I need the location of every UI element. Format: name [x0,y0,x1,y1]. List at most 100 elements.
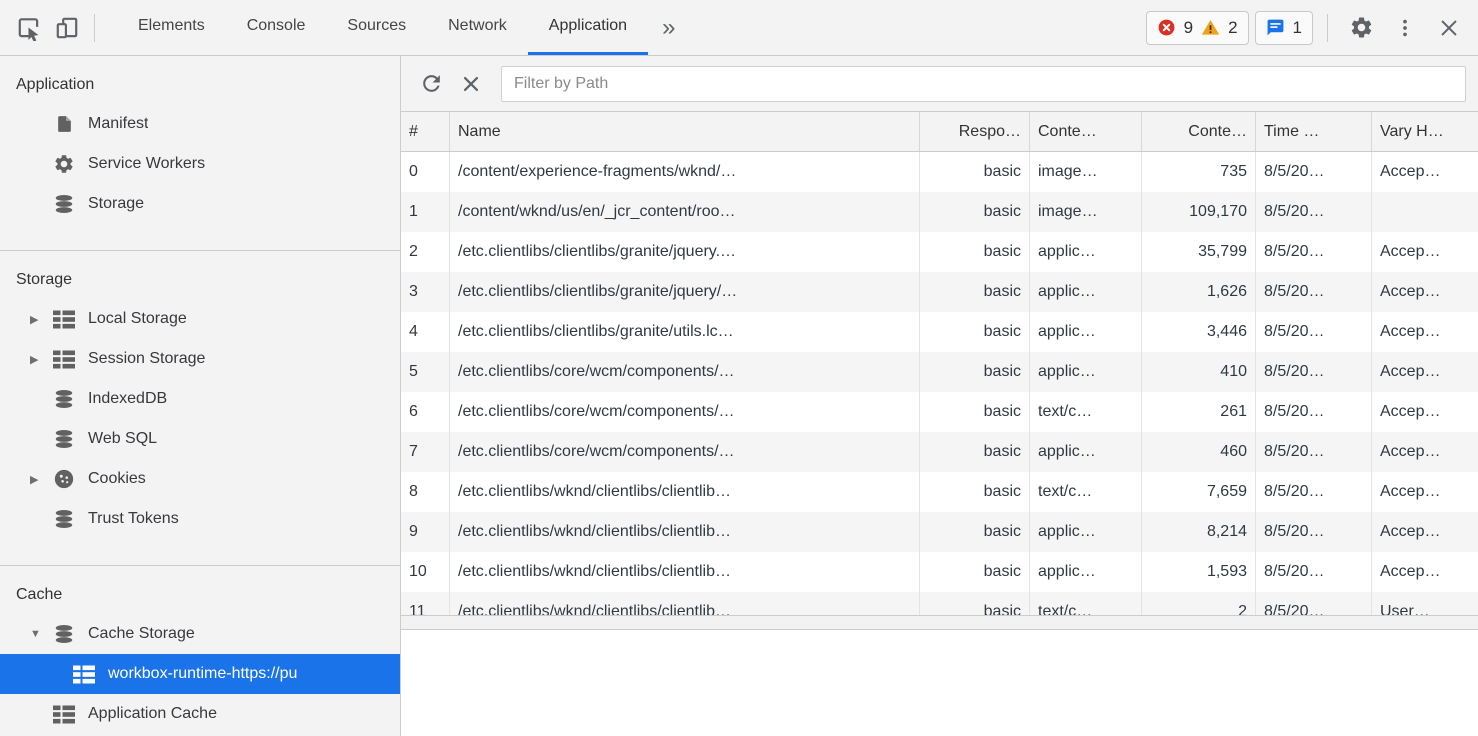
table-row[interactable]: 0/content/experience-fragments/wknd/…bas… [401,152,1478,192]
filter-by-path-input[interactable] [501,66,1466,102]
filter-toolbar [401,56,1478,112]
cell-name: /etc.clientlibs/wknd/clientlibs/clientli… [450,552,920,592]
toolbar-divider [94,14,95,42]
cache-data-grid: #NameRespo…Conte…Conte…Time …Vary H… 0/c… [401,112,1478,615]
sidebar-item-cookies[interactable]: ▶ Cookies [0,459,400,499]
table-row[interactable]: 5/etc.clientlibs/core/wcm/components/…ba… [401,352,1478,392]
more-options-button[interactable] [1386,9,1424,47]
expand-arrow-icon[interactable]: ▶ [30,473,52,486]
refresh-button[interactable] [411,64,451,104]
cell-resp: basic [920,432,1030,472]
cookie-icon [52,467,76,491]
delete-selected-button[interactable] [451,64,491,104]
table-row[interactable]: 1/content/wknd/us/en/_jcr_content/roo…ba… [401,192,1478,232]
sidebar-item-label: workbox-runtime-https://pu [108,665,297,683]
sidebar-item-manifest[interactable]: Manifest [0,104,400,144]
cell-resp: basic [920,552,1030,592]
cell-resp: basic [920,392,1030,432]
table-icon [72,662,96,686]
sidebar-item-label: Application Cache [88,705,217,723]
cell-name: /etc.clientlibs/core/wcm/components/… [450,432,920,472]
cell-time: 8/5/20… [1256,232,1372,272]
cell-vary: Accep… [1372,352,1478,392]
sidebar-item-label: Storage [88,195,144,213]
close-devtools-button[interactable] [1430,9,1468,47]
collapse-arrow-icon[interactable]: ▼ [30,628,52,640]
sidebar-item-label: Local Storage [88,310,187,328]
error-count: 9 [1184,18,1193,38]
expand-arrow-icon[interactable]: ▶ [30,313,52,326]
table-row[interactable]: 11/etc.clientlibs/wknd/clientlibs/client… [401,592,1478,615]
sidebar-item-application-cache[interactable]: Application Cache [0,694,400,734]
cell-ctype: applic… [1030,512,1142,552]
cell-time: 8/5/20… [1256,352,1372,392]
sidebar-item-label: Web SQL [88,430,157,448]
table-row[interactable]: 9/etc.clientlibs/wknd/clientlibs/clientl… [401,512,1478,552]
tab-sources[interactable]: Sources [326,0,427,55]
cell-idx: 8 [401,472,450,512]
table-row[interactable]: 3/etc.clientlibs/clientlibs/granite/jque… [401,272,1478,312]
cell-idx: 11 [401,592,450,615]
column-header[interactable]: Conte… [1030,112,1142,151]
cell-ctype: applic… [1030,352,1142,392]
table-row[interactable]: 4/etc.clientlibs/clientlibs/granite/util… [401,312,1478,352]
cell-resp: basic [920,152,1030,192]
tab-application[interactable]: Application [528,0,648,55]
issues-badge[interactable]: 9 2 [1146,11,1249,45]
sidebar-item-label: Cookies [88,470,146,488]
section-title: Cache [0,566,400,614]
cell-vary: Accep… [1372,392,1478,432]
messages-badge[interactable]: 1 [1255,11,1313,45]
cell-ctype: applic… [1030,552,1142,592]
cell-clen: 1,593 [1142,552,1256,592]
database-icon [52,622,76,646]
table-row[interactable]: 7/etc.clientlibs/core/wcm/components/…ba… [401,432,1478,472]
column-header[interactable]: Conte… [1142,112,1256,151]
cell-resp: basic [920,232,1030,272]
cell-idx: 2 [401,232,450,272]
column-header[interactable]: Name [450,112,920,151]
settings-button[interactable] [1342,9,1380,47]
cell-resp: basic [920,192,1030,232]
cell-ctype: applic… [1030,312,1142,352]
tab-console[interactable]: Console [226,0,327,55]
table-icon [52,307,76,331]
sidebar-item-cache-storage[interactable]: ▼Cache Storage [0,614,400,654]
cell-clen: 3,446 [1142,312,1256,352]
table-row[interactable]: 8/etc.clientlibs/wknd/clientlibs/clientl… [401,472,1478,512]
expand-arrow-icon[interactable]: ▶ [30,353,52,366]
column-header[interactable]: Respo… [920,112,1030,151]
sidebar-item-local-storage[interactable]: ▶ Local Storage [0,299,400,339]
more-tabs-button[interactable]: » [648,14,689,42]
file-icon [52,112,76,136]
warning-icon [1201,18,1220,37]
column-header[interactable]: # [401,112,450,151]
tab-elements[interactable]: Elements [117,0,226,55]
column-header[interactable]: Vary H… [1372,112,1478,151]
cell-vary: User… [1372,592,1478,615]
sidebar-item-web-sql[interactable]: Web SQL [0,419,400,459]
sidebar-item-label: Session Storage [88,350,205,368]
horizontal-scrollbar[interactable] [401,615,1478,630]
cell-name: /etc.clientlibs/wknd/clientlibs/clientli… [450,592,920,615]
tab-network[interactable]: Network [427,0,528,55]
table-row[interactable]: 10/etc.clientlibs/wknd/clientlibs/client… [401,552,1478,592]
cell-vary: Accep… [1372,272,1478,312]
sidebar-item-service-workers[interactable]: Service Workers [0,144,400,184]
sidebar-item-indexeddb[interactable]: IndexedDB [0,379,400,419]
cell-vary: Accep… [1372,432,1478,472]
cell-idx: 0 [401,152,450,192]
device-toolbar-button[interactable] [48,9,86,47]
cell-name: /etc.clientlibs/core/wcm/components/… [450,392,920,432]
cell-vary: Accep… [1372,512,1478,552]
column-header[interactable]: Time … [1256,112,1372,151]
sidebar-item-storage[interactable]: Storage [0,184,400,224]
cell-clen: 7,659 [1142,472,1256,512]
table-row[interactable]: 2/etc.clientlibs/clientlibs/granite/jque… [401,232,1478,272]
sidebar-item-session-storage[interactable]: ▶ Session Storage [0,339,400,379]
inspect-element-button[interactable] [10,9,48,47]
table-row[interactable]: 6/etc.clientlibs/core/wcm/components/…ba… [401,392,1478,432]
cell-idx: 10 [401,552,450,592]
sidebar-item-trust-tokens[interactable]: Trust Tokens [0,499,400,539]
sidebar-item-workbox-runtime-https-pu[interactable]: workbox-runtime-https://pu [0,654,400,694]
